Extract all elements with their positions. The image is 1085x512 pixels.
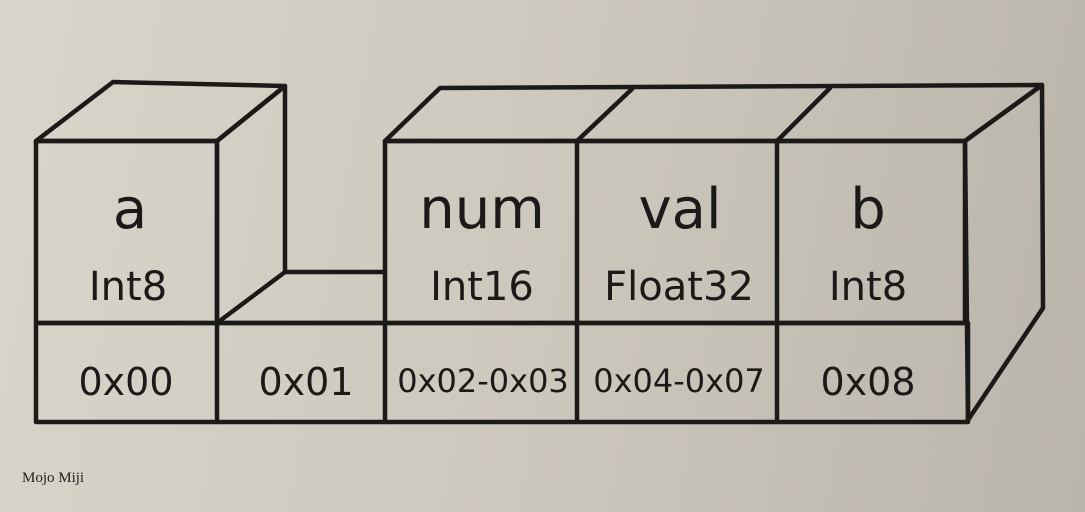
- struct-block: [382, 82, 1046, 425]
- cell-address: 0x02-0x03: [397, 362, 569, 400]
- cell-name: b: [850, 177, 886, 242]
- cell-type: Int8: [829, 264, 907, 310]
- block-side-face: [962, 82, 1046, 423]
- block-top-face: [382, 82, 1045, 144]
- address-row-frame: [33, 320, 971, 425]
- cell-address: 0x00: [78, 360, 173, 404]
- watermark: Mojo Miji: [22, 470, 85, 486]
- address-row: [33, 320, 971, 425]
- top-divider-1: [574, 86, 635, 144]
- top-divider-2: [774, 85, 833, 144]
- cell-name: val: [638, 177, 721, 242]
- padding-slot: [214, 269, 388, 326]
- cube-a-top-face: [33, 79, 288, 144]
- cell-type: Float32: [604, 264, 754, 310]
- cell-name: a: [113, 177, 147, 242]
- cell-address: 0x08: [820, 360, 915, 404]
- cube-a-side-face: [214, 83, 288, 326]
- cell-type: Int16: [430, 264, 534, 310]
- cell-address: 0x01: [258, 360, 353, 404]
- cell-address: 0x04-0x07: [593, 362, 765, 400]
- cell-name: num: [419, 177, 545, 242]
- cell-type: Int8: [89, 264, 167, 310]
